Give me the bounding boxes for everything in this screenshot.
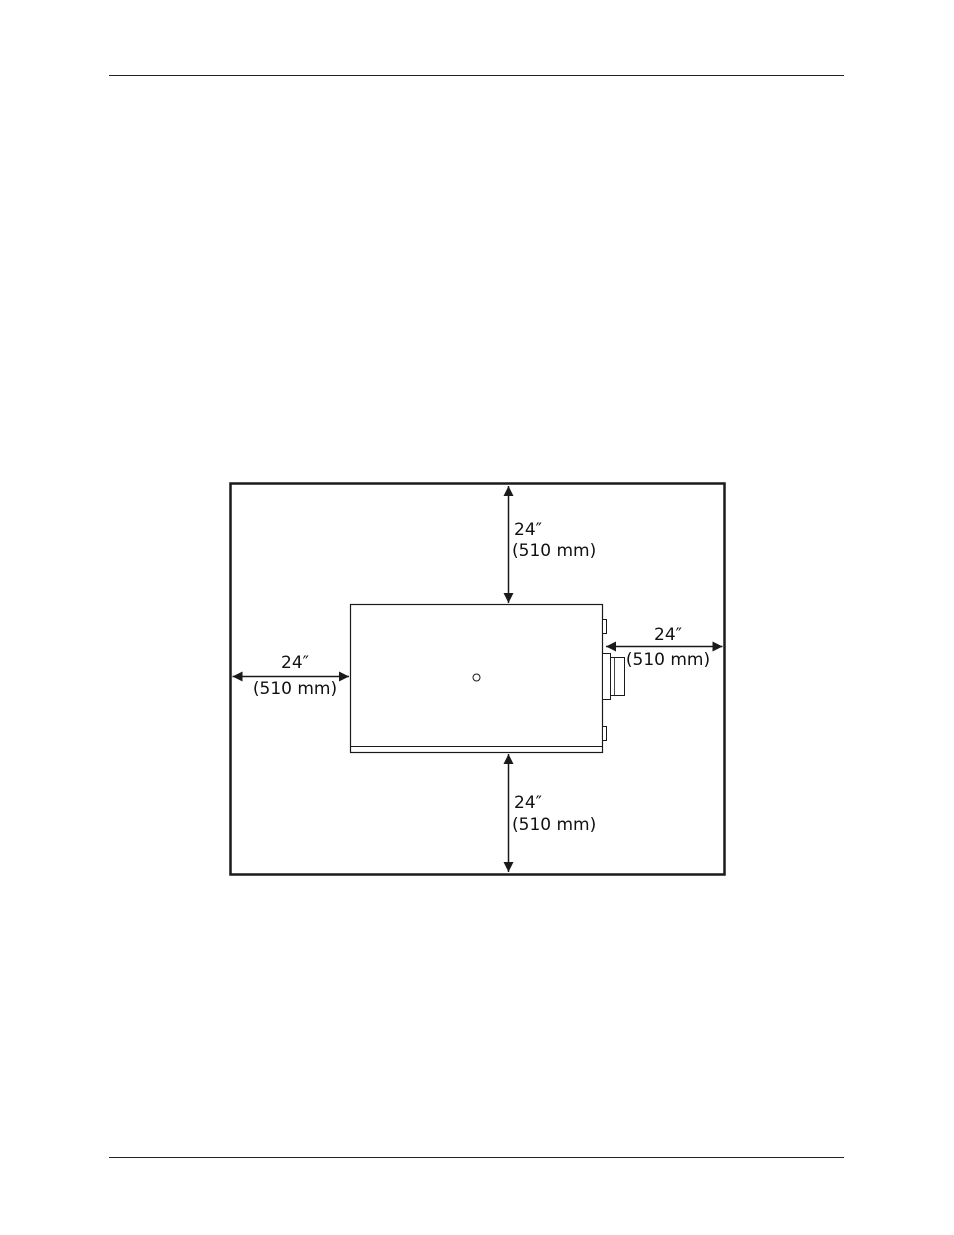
right-clearance-inches: 24″ xyxy=(654,625,682,645)
top-clearance-inches: 24″ xyxy=(514,520,542,540)
bottom-clearance-inches: 24″ xyxy=(514,793,542,813)
footer-rule xyxy=(109,1157,844,1158)
unit-connector xyxy=(611,658,625,696)
unit-connector-base xyxy=(603,654,611,700)
top-clearance-dimension: 24″ (510 mm) xyxy=(509,486,597,603)
left-clearance-inches: 24″ xyxy=(281,653,309,673)
right-clearance-metric: (510 mm) xyxy=(626,650,710,670)
left-clearance-metric: (510 mm) xyxy=(253,679,337,699)
unit-lower-tab xyxy=(603,727,607,741)
bottom-clearance-metric: (510 mm) xyxy=(512,815,596,835)
left-clearance-dimension: 24″ (510 mm) xyxy=(233,653,350,699)
unit-top-view xyxy=(351,605,625,753)
bottom-clearance-dimension: 24″ (510 mm) xyxy=(509,754,597,872)
top-clearance-metric: (510 mm) xyxy=(512,541,596,561)
unit-indicator-hole xyxy=(473,674,480,681)
unit-upper-tab xyxy=(603,620,607,634)
